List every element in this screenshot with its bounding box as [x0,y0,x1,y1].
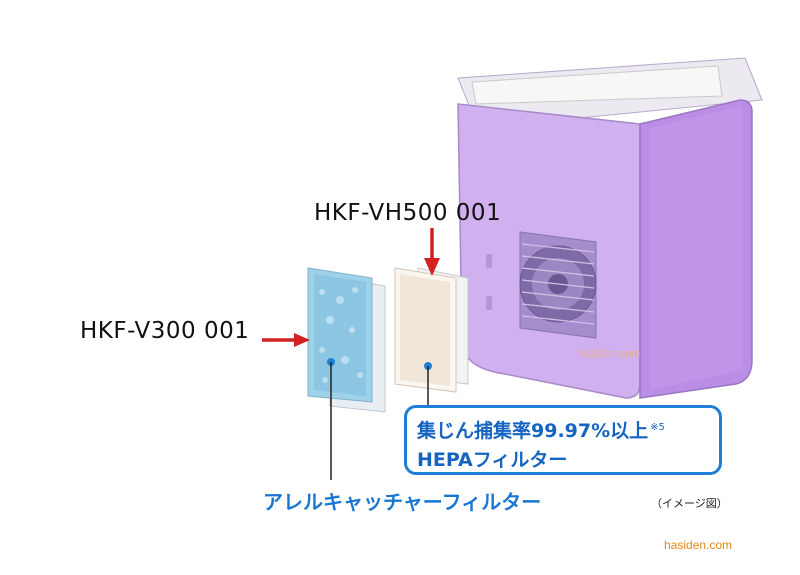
hepa-filter-image [394,267,469,393]
hepa-model-label: HKF-VH500 001 [314,200,502,226]
collection-rate-text: 集じん捕集率99.97%以上※5 [417,416,665,443]
allergen-filter-name: アレルキャッチャーフィルター [263,490,542,514]
watermark: hasiden.com [664,538,733,552]
panel-slot [486,254,492,268]
hepa-filter-name: HEPAフィルター [417,449,568,471]
allergen-model-label: HKF-V300 001 [80,318,250,344]
panel-slot [486,296,492,310]
collection-rate-value: 集じん捕集率99.97%以上 [417,420,649,442]
allergen-filter-image [307,267,386,413]
arrow-down-icon [424,228,440,276]
hepa-callout-box: 集じん捕集率99.97%以上※5 HEPAフィルター [404,405,722,475]
unit-top-band [471,65,723,105]
arrow-right-icon [262,333,310,347]
image-note: （イメージ図） [651,497,728,510]
footnote-mark: ※5 [650,421,665,433]
vent-grille [519,231,597,339]
faint-watermark: hasiden.com [578,348,641,360]
